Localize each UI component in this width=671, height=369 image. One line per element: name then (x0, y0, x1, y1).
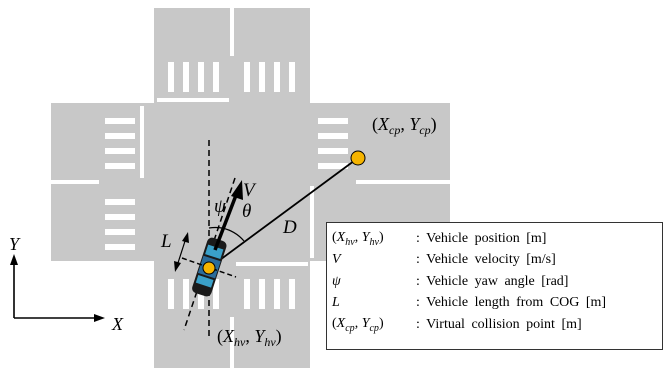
velocity-arrowhead (231, 180, 243, 200)
y-axis-arrowhead (10, 254, 18, 265)
lane-markings (51, 8, 450, 369)
legend-symbol: (Xcp, Ycp) (332, 315, 384, 334)
length-arrow-bottom (174, 261, 181, 272)
legend-symbol: ψ (332, 273, 341, 289)
legend-symbol: (Xhv, Yhv) (332, 229, 384, 248)
legend-description: : Virtual collision point [m] (416, 316, 582, 332)
crosswalk-east (318, 118, 348, 169)
theta-label: θ (242, 201, 251, 222)
legend-row-position: (Xhv, Yhv) : Vehicle position [m] (332, 228, 662, 250)
length-arrow-top (182, 232, 189, 243)
x-axis-label: X (111, 314, 124, 334)
crosswalk-west (105, 118, 135, 250)
legend-description: : Vehicle length from COG [m] (416, 295, 607, 311)
legend-symbol: V (332, 252, 341, 268)
legend-description: : Vehicle velocity [m/s] (416, 252, 556, 268)
psi-arc (208, 226, 223, 229)
crosswalk-north (168, 62, 295, 92)
length-dimension (176, 237, 187, 267)
y-axis-label: Y (9, 234, 21, 254)
distance-line (208, 157, 359, 269)
length-label: L (160, 231, 172, 252)
legend-box: (Xhv, Yhv) : Vehicle position [m] V : Ve… (326, 222, 663, 350)
host-vehicle-label: (Xhv, Yhv) (217, 326, 282, 349)
legend-row-yaw: ψ : Vehicle yaw angle [rad] (332, 271, 662, 293)
legend-row-velocity: V : Vehicle velocity [m/s] (332, 250, 662, 272)
x-axis-arrowhead (94, 314, 105, 322)
velocity-arrow (213, 189, 240, 251)
legend-description: : Vehicle position [m] (416, 230, 547, 246)
legend-description: : Vehicle yaw angle [rad] (416, 273, 569, 289)
legend-symbol: L (332, 295, 340, 311)
legend-row-collision: (Xcp, Ycp) : Virtual collision point [m] (332, 314, 662, 336)
cog-dot (202, 261, 216, 275)
collision-point-dot (350, 150, 366, 166)
velocity-label: V (243, 180, 257, 201)
distance-label: D (282, 217, 297, 238)
legend-row-length: L : Vehicle length from COG [m] (332, 293, 662, 315)
psi-label: ψ (214, 196, 227, 217)
